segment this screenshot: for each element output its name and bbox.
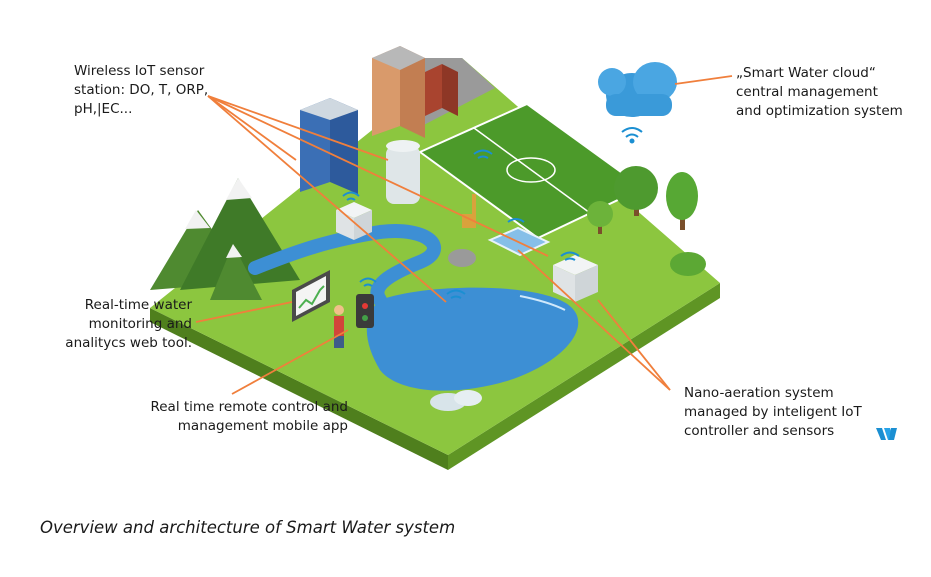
callout-line: Real-time water bbox=[84, 297, 192, 313]
callout-line: station: DO, T, ORP, bbox=[74, 82, 209, 98]
callout-line: controller and sensors bbox=[684, 423, 835, 439]
brand-logo-icon bbox=[876, 428, 897, 440]
buildings bbox=[300, 46, 458, 194]
callout-line: and optimization system bbox=[736, 103, 903, 119]
figure-caption: Overview and architecture of Smart Water… bbox=[40, 518, 456, 537]
callout-line: central management bbox=[736, 84, 878, 100]
devices bbox=[292, 270, 374, 348]
callout-nano-aeration: Nano-aeration system managed by intelige… bbox=[684, 384, 862, 441]
callout-line: „Smart Water cloud“ bbox=[736, 65, 876, 81]
callout-line: Real time remote control and bbox=[150, 399, 348, 415]
callout-cloud: „Smart Water cloud“ central management a… bbox=[736, 64, 903, 121]
callout-line: monitoring and bbox=[88, 316, 192, 332]
callout-line: Nano-aeration system bbox=[684, 385, 834, 401]
water-tower bbox=[386, 140, 420, 204]
callout-line: management mobile app bbox=[177, 418, 348, 434]
callout-line: Wireless IoT sensor bbox=[74, 63, 205, 79]
trees bbox=[587, 166, 706, 276]
callout-line: managed by inteligent IoT bbox=[684, 404, 862, 420]
cloud-icon bbox=[598, 62, 677, 117]
callout-lines bbox=[195, 75, 733, 395]
callout-mobile-app: Real time remote control and management … bbox=[130, 398, 348, 436]
callout-sensor-station: Wireless IoT sensor station: DO, T, ORP,… bbox=[74, 62, 208, 119]
callout-web-tool: Real-time water monitoring and analitycs… bbox=[52, 296, 192, 353]
callout-line: analitycs web tool. bbox=[65, 335, 192, 351]
wifi-signal-icon bbox=[342, 127, 643, 299]
callout-line: pH,|EC... bbox=[74, 101, 133, 117]
water-bodies bbox=[248, 224, 579, 411]
